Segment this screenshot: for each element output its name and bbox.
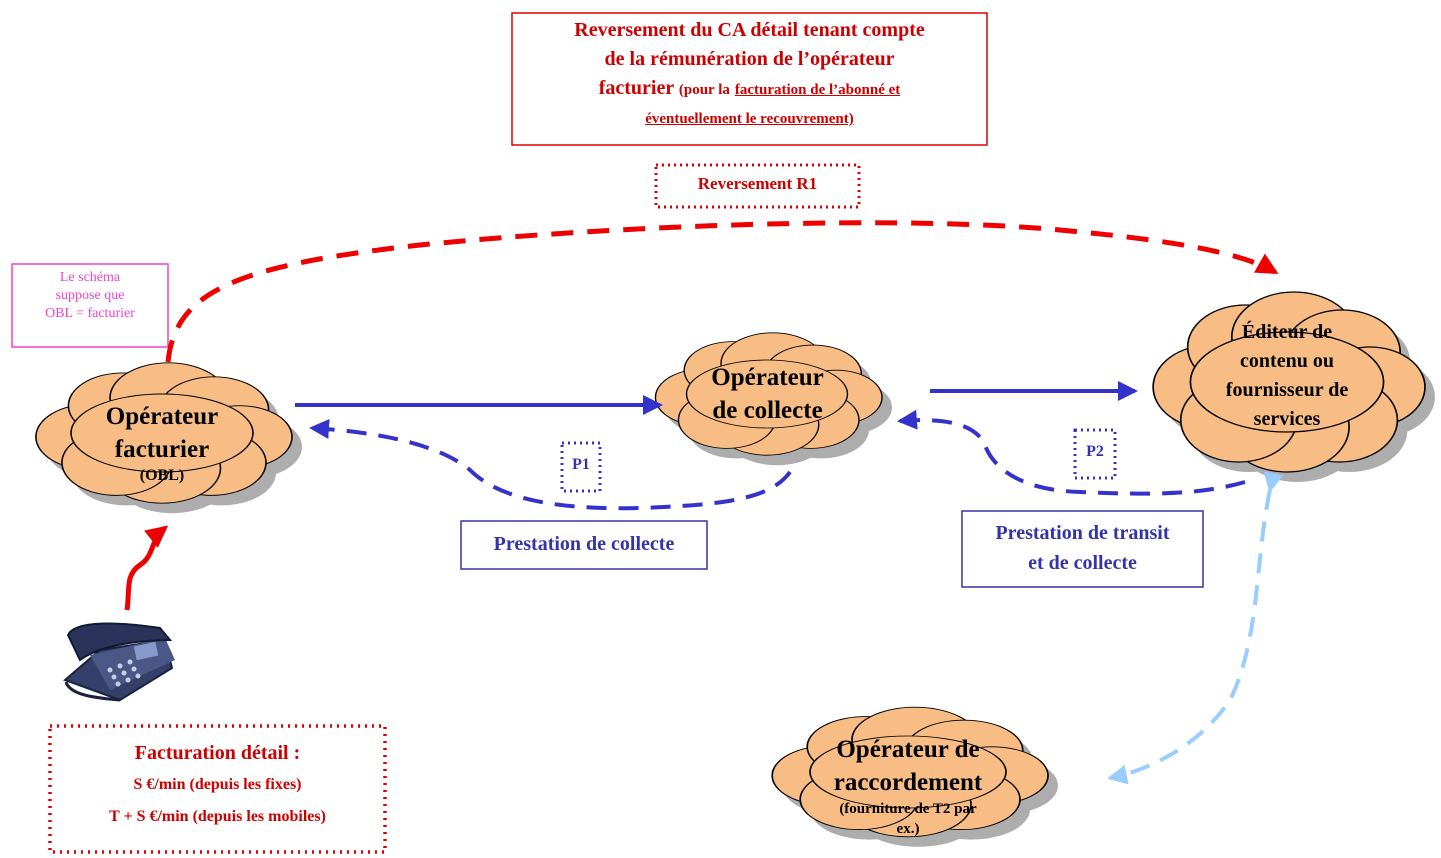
top-box-line3-big: facturier — [598, 77, 674, 99]
p2-box — [1073, 428, 1117, 480]
reversement-box — [654, 163, 861, 209]
node-editeur-line1: Éditeur de — [1241, 321, 1333, 343]
note-line3: OBL = facturier — [45, 306, 135, 321]
node-facturier: Opérateur facturier (OBL) — [62, 400, 262, 486]
node-raccordement-line2: raccordement — [833, 769, 983, 796]
top-box-text: Reversement du CA détail tenant compte d… — [512, 16, 987, 134]
note-box — [11, 263, 169, 348]
prestation-collecte-label: Prestation de collecte — [493, 533, 675, 555]
node-raccordement-line1: Opérateur de — [836, 736, 980, 763]
top-box-line1: Reversement du CA détail tenant compte — [574, 19, 925, 41]
node-editeur-line4: services — [1253, 408, 1321, 430]
node-facturier-line1: Opérateur — [105, 403, 219, 430]
top-info-box — [511, 12, 988, 146]
node-editeur-line2: contenu ou — [1240, 350, 1334, 372]
note-text: Le schéma suppose que OBL = facturier — [12, 269, 168, 323]
top-box-line4: éventuellement le recouvrement) — [645, 111, 854, 127]
node-facturier-line3: (OBL) — [139, 467, 185, 484]
node-collecte-line1: Opérateur — [711, 364, 824, 391]
p2-label: P2 — [1086, 443, 1104, 460]
facturation-line2: T + S €/min (depuis les mobiles) — [109, 808, 326, 825]
node-facturier-line2: facturier — [114, 436, 210, 463]
facturation-text: Facturation détail : S €/min (depuis les… — [50, 737, 385, 833]
note-line2: suppose que — [55, 288, 125, 303]
reversement-label: Reversement R1 — [697, 174, 818, 193]
reversement-arrow — [165, 220, 1279, 363]
node-raccordement: Opérateur de raccordement (fourniture de… — [798, 733, 1018, 839]
facturation-title: Facturation détail : — [134, 742, 301, 764]
arrow-phone-to-facturier — [124, 525, 169, 611]
telephone-icon — [63, 622, 175, 702]
prestation-transit-label: Prestation de transit et de collecte — [962, 518, 1203, 578]
node-raccordement-line4: ex.) — [896, 821, 920, 837]
node-editeur-line3: fournisseur de — [1225, 379, 1349, 401]
top-box-line2: de la rémunération de l’opérateur — [604, 48, 895, 70]
top-box-line3: facturier (pour la facturation de l’abon… — [512, 74, 987, 105]
p1-box — [560, 441, 602, 493]
note-line1: Le schéma — [59, 270, 121, 285]
prestation-transit-line1: Prestation de transit — [995, 522, 1170, 544]
node-collecte: Opérateur de collecte — [680, 361, 855, 427]
top-box-line3-small: (pour la — [678, 82, 730, 98]
node-raccordement-line3: (fourniture de T2 par — [839, 801, 977, 817]
node-editeur: Éditeur de contenu ou fournisseur de ser… — [1187, 318, 1387, 434]
prestation-collecte-box — [460, 520, 708, 570]
p1-label: P1 — [572, 456, 590, 473]
facturation-line1: S €/min (depuis les fixes) — [133, 776, 302, 793]
top-box-line3-underlined: facturation de l’abonné et — [734, 82, 901, 98]
prestation-transit-line2: et de collecte — [1028, 552, 1137, 574]
arrow-p1-return — [309, 419, 792, 511]
node-collecte-line2: de collecte — [712, 397, 823, 424]
